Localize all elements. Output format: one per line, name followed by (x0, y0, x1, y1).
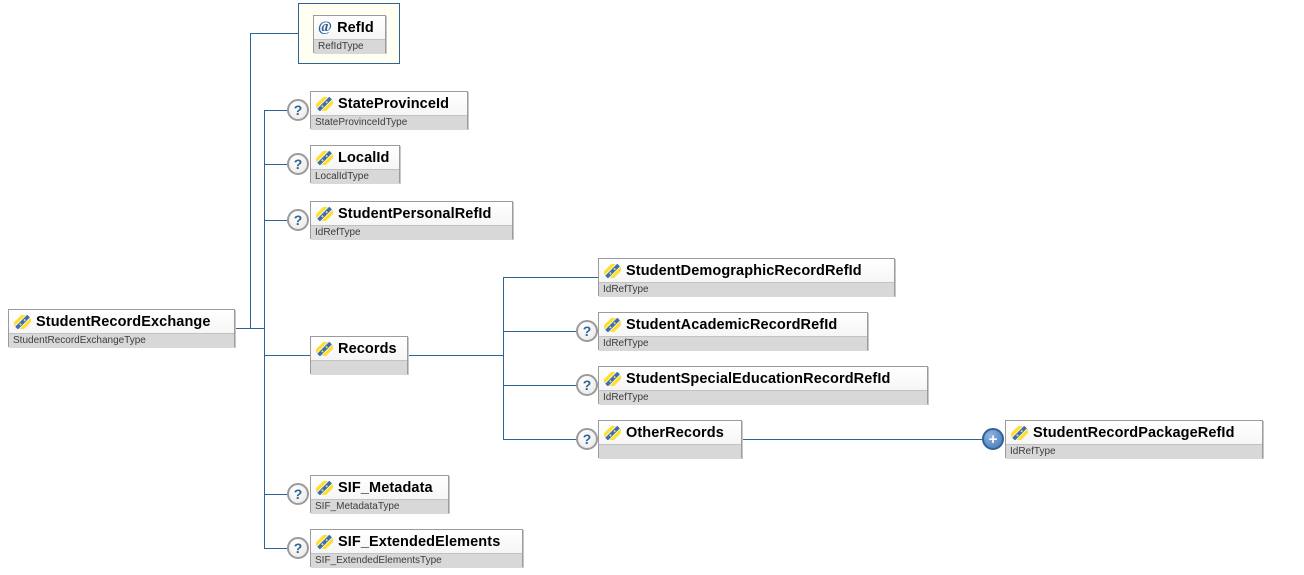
element-title: StudentDemographicRecordRefId (599, 259, 894, 282)
connector-line (264, 110, 265, 548)
element-name: OtherRecords (626, 424, 724, 441)
element-icon (316, 150, 333, 165)
element-node-SIF_ExtendedElements[interactable]: SIF_ExtendedElements SIF_ExtendedElement… (310, 529, 523, 568)
attribute-name: RefId (337, 19, 374, 36)
element-title: StudentPersonalRefId (311, 202, 512, 225)
connector-line (503, 277, 598, 278)
element-title: StudentRecordExchange (9, 310, 234, 333)
connector-line (742, 439, 983, 440)
element-name: StudentAcademicRecordRefId (626, 316, 838, 333)
optional-indicator: ? (287, 99, 309, 121)
connector-line (264, 220, 288, 221)
element-title: OtherRecords (599, 421, 741, 444)
element-name: StudentPersonalRefId (338, 205, 492, 222)
element-name: LocalId (338, 149, 390, 166)
element-type: LocalIdType (311, 169, 399, 184)
element-node-LocalId[interactable]: LocalId LocalIdType (310, 145, 400, 184)
element-icon (316, 96, 333, 111)
element-name: StudentDemographicRecordRefId (626, 262, 862, 279)
connector-line (250, 33, 298, 34)
element-type: IdRefType (599, 390, 927, 405)
element-node-StudentPersonalRefId[interactable]: StudentPersonalRefId IdRefType (310, 201, 513, 240)
connector-line (408, 355, 503, 356)
optional-indicator: ? (576, 320, 598, 342)
element-type: IdRefType (1006, 444, 1262, 459)
attribute-type: RefIdType (314, 39, 385, 54)
element-title: LocalId (311, 146, 399, 169)
attribute-title: @ RefId (314, 16, 385, 39)
element-icon (1011, 425, 1028, 440)
element-type: IdRefType (599, 336, 867, 351)
element-node-OtherRecords[interactable]: OtherRecords (598, 420, 742, 459)
element-type: SIF_MetadataType (311, 499, 448, 514)
connector-line (503, 277, 504, 440)
optional-indicator: ? (576, 374, 598, 396)
element-node-StudentRecordExchange[interactable]: StudentRecordExchange StudentRecordExcha… (8, 309, 235, 348)
element-title: StudentSpecialEducationRecordRefId (599, 367, 927, 390)
element-type: StateProvinceIdType (311, 115, 467, 130)
connector-line (264, 164, 288, 165)
element-icon (316, 341, 333, 356)
element-node-Records[interactable]: Records (310, 336, 408, 375)
element-type (311, 360, 407, 375)
element-icon (604, 425, 621, 440)
optional-indicator: ? (287, 537, 309, 559)
optional-indicator: ? (576, 428, 598, 450)
element-title: StudentRecordPackageRefId (1006, 421, 1262, 444)
element-icon (604, 371, 621, 386)
element-name: StateProvinceId (338, 95, 450, 112)
repeat-indicator: + (982, 428, 1004, 450)
optional-indicator: ? (287, 153, 309, 175)
element-title: StudentAcademicRecordRefId (599, 313, 867, 336)
element-name: StudentRecordPackageRefId (1033, 424, 1235, 441)
element-node-StudentDemographicRecordRefId[interactable]: StudentDemographicRecordRefId IdRefType (598, 258, 895, 297)
element-icon (604, 263, 621, 278)
element-type: SIF_ExtendedElementsType (311, 553, 522, 568)
element-icon (14, 314, 31, 329)
connector-line (235, 328, 264, 329)
element-title: StateProvinceId (311, 92, 467, 115)
attribute-icon: @ (318, 19, 333, 35)
element-type: StudentRecordExchangeType (9, 333, 234, 348)
element-title: SIF_ExtendedElements (311, 530, 522, 553)
element-node-StudentRecordPackageRefId[interactable]: StudentRecordPackageRefId IdRefType (1005, 420, 1263, 459)
element-node-StudentAcademicRecordRefId[interactable]: StudentAcademicRecordRefId IdRefType (598, 312, 868, 351)
element-title: Records (311, 337, 407, 360)
attributes-container: @ RefId RefIdType (298, 3, 400, 64)
element-name: StudentRecordExchange (36, 313, 211, 330)
optional-indicator: ? (287, 483, 309, 505)
element-icon (316, 534, 333, 549)
connector-line (503, 439, 577, 440)
connector-line (264, 494, 288, 495)
element-name: Records (338, 340, 397, 357)
element-type: IdRefType (311, 225, 512, 240)
connector-line (503, 331, 577, 332)
element-icon (604, 317, 621, 332)
element-node-StudentSpecialEducationRecordRefId[interactable]: StudentSpecialEducationRecordRefId IdRef… (598, 366, 928, 405)
connector-line (503, 385, 577, 386)
element-name: SIF_Metadata (338, 479, 433, 496)
element-type (599, 444, 741, 459)
attribute-node-RefId[interactable]: @ RefId RefIdType (313, 15, 386, 54)
element-icon (316, 206, 333, 221)
element-title: SIF_Metadata (311, 476, 448, 499)
element-name: SIF_ExtendedElements (338, 533, 501, 550)
connector-line (264, 548, 288, 549)
element-node-StateProvinceId[interactable]: StateProvinceId StateProvinceIdType (310, 91, 468, 130)
element-node-SIF_Metadata[interactable]: SIF_Metadata SIF_MetadataType (310, 475, 449, 514)
optional-indicator: ? (287, 209, 309, 231)
element-icon (316, 480, 333, 495)
connector-line (264, 110, 288, 111)
element-name: StudentSpecialEducationRecordRefId (626, 370, 891, 387)
connector-line (264, 355, 310, 356)
element-type: IdRefType (599, 282, 894, 297)
connector-line (250, 33, 251, 329)
